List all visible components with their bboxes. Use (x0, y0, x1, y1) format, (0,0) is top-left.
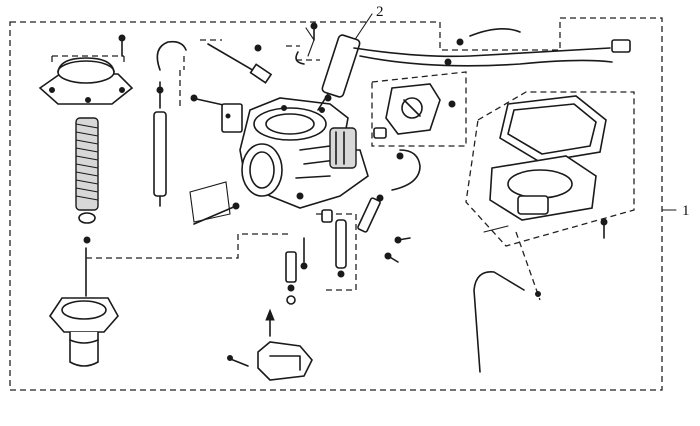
throttle-lever-assembly (371, 71, 467, 160)
assembly-boundary (9, 17, 663, 391)
main-jet-stack (285, 251, 297, 305)
vacuum-chamber-cover (38, 34, 134, 105)
callout-1-label: 1 (682, 203, 690, 219)
vent-hose (156, 39, 273, 84)
callout-2: 2 (351, 4, 384, 45)
bolt-set (357, 194, 411, 263)
vacuum-piston (48, 247, 119, 367)
callout-1: 1 (661, 203, 690, 219)
drain-hose (473, 231, 541, 373)
piston-leader (86, 233, 290, 259)
vacuum-fitting (254, 22, 318, 52)
auto-choke (286, 27, 361, 111)
piston-spring (75, 117, 99, 244)
overflow-hose (391, 149, 421, 191)
float-chamber (465, 91, 635, 247)
choke-wire-harness (353, 28, 631, 67)
idle-adjust-screw (153, 70, 181, 207)
gasket (189, 181, 240, 225)
callout-2-label: 2 (376, 4, 384, 20)
choke-plunger (190, 94, 243, 133)
carburetor-body (239, 97, 369, 209)
jet-assembly (300, 209, 357, 291)
cable-bracket (227, 308, 313, 381)
